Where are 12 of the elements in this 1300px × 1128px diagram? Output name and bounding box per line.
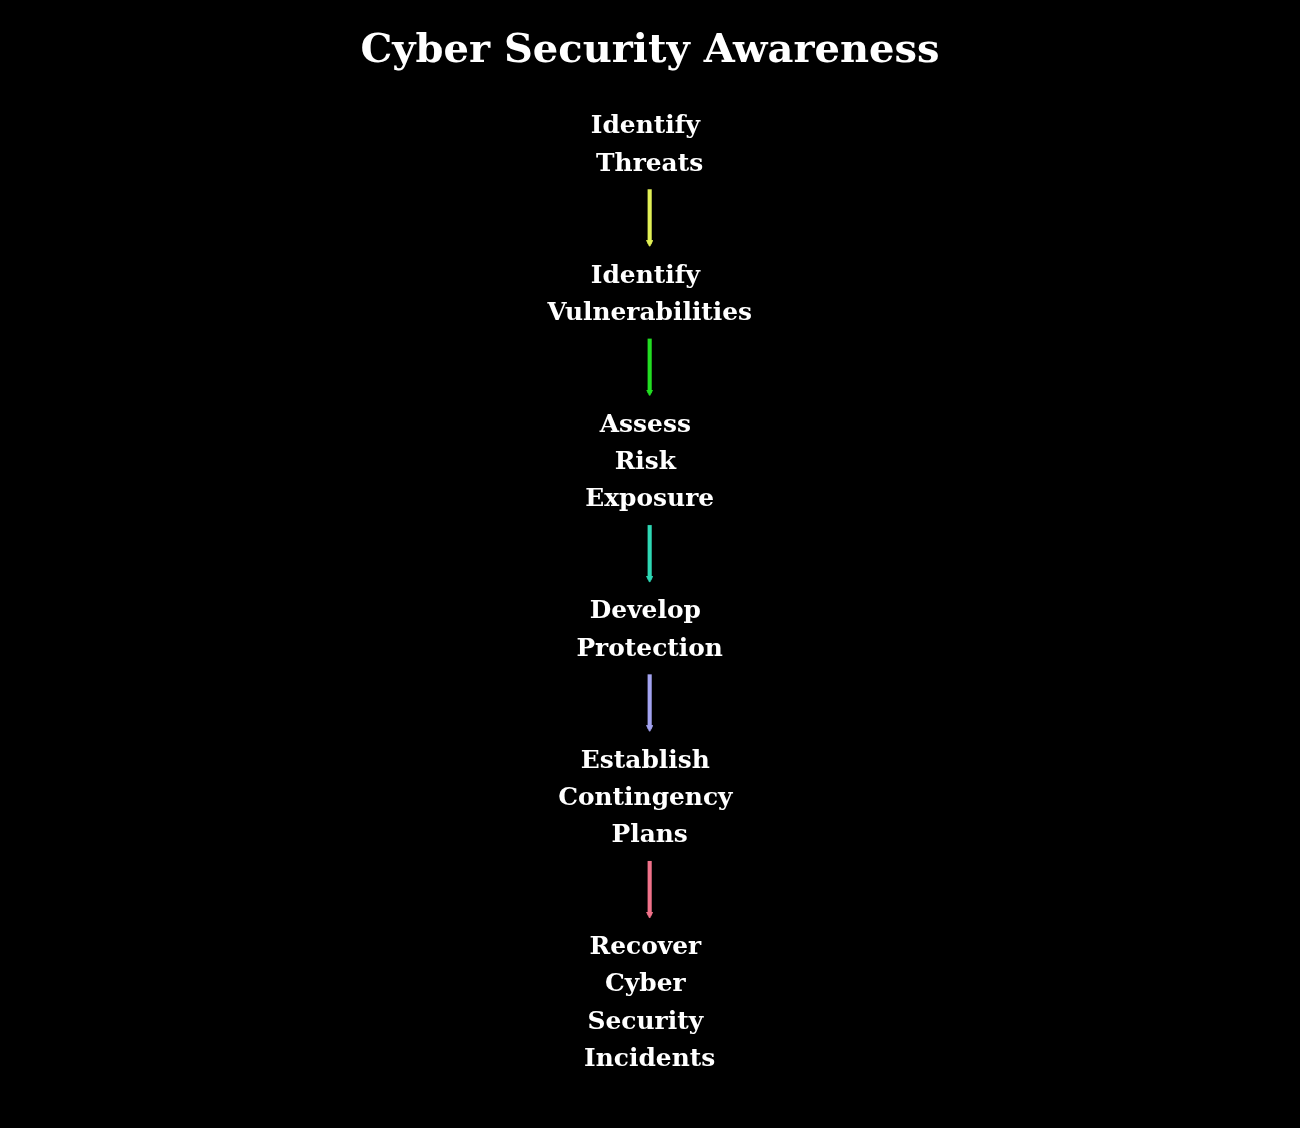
node-text: Establish Contingency Plans [558, 744, 733, 849]
arrow [646, 188, 654, 248]
arrow [646, 673, 654, 733]
node-text: Recover Cyber Security Incidents [584, 930, 716, 1072]
arrow [646, 860, 654, 919]
arrow [646, 524, 654, 584]
arrow [646, 338, 654, 397]
node-text: Develop Protection [576, 595, 724, 662]
node-text: Assess Risk Exposure [585, 408, 715, 513]
node-text: Identify Vulnerabilities [547, 259, 753, 326]
node-text: Identify Threats [591, 110, 704, 177]
diagram-title: Cyber Security Awareness [360, 24, 940, 71]
